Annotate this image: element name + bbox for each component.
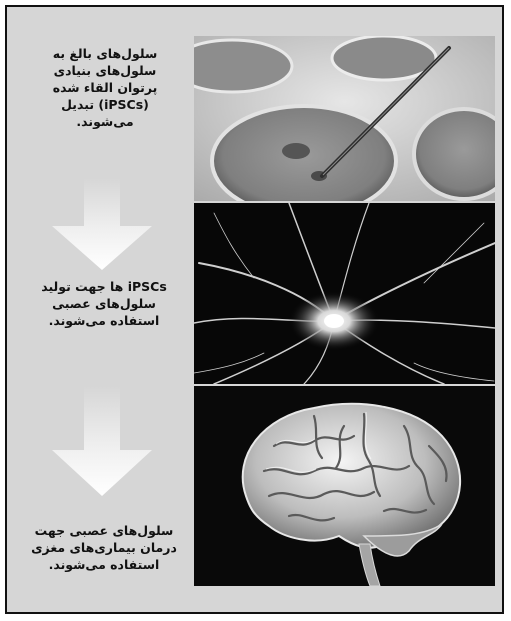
step-2-text: iPSCs ها جهت تولید سلول‌های عصبی استفاده… <box>18 278 190 329</box>
brain-photo <box>194 386 495 586</box>
down-arrow-icon <box>52 386 152 496</box>
step-3-text: سلول‌های عصبی جهت درمان بیماری‌های مغزی … <box>18 522 190 573</box>
down-arrow-icon <box>52 178 152 270</box>
neuron-photo <box>194 203 495 384</box>
petri-dish-pipette-photo <box>194 36 495 201</box>
step-1-text: سلول‌های بالغ به سلول‌های بنیادی پرتوان … <box>20 45 190 130</box>
